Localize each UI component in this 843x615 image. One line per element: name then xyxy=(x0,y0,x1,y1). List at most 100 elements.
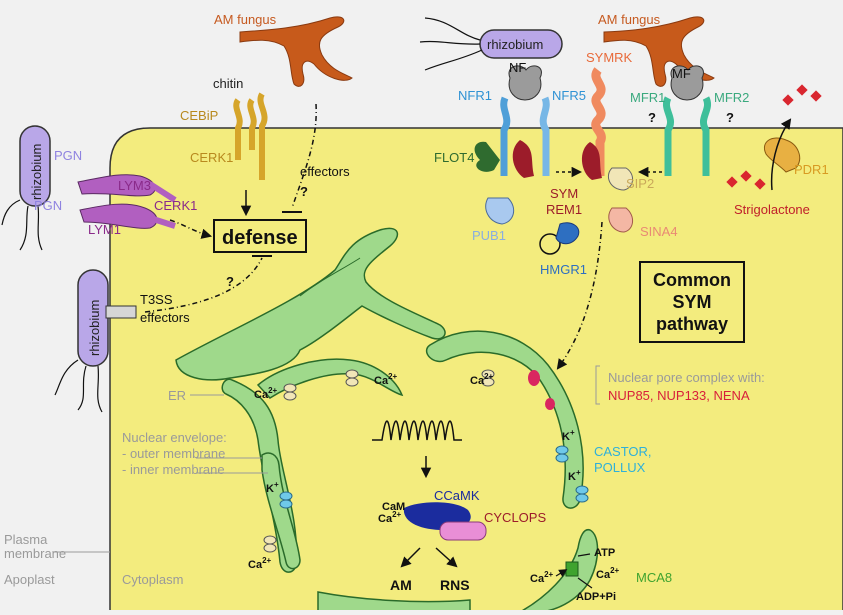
label-common-sym-2: SYM xyxy=(672,292,711,312)
label-mfr2: MFR2 xyxy=(714,90,749,105)
label-membrane: membrane xyxy=(4,546,66,561)
label-nfr1: NFR1 xyxy=(458,88,492,103)
svg-text:Ca2+: Ca2+ xyxy=(378,510,402,525)
label-pollux: POLLUX xyxy=(594,460,646,475)
svg-text:Ca2+: Ca2+ xyxy=(254,386,278,401)
hmgr1-ring-icon xyxy=(539,233,561,255)
cyclops-icon xyxy=(439,521,487,541)
mf-molecule-icon xyxy=(670,65,704,101)
label-common-sym-3: pathway xyxy=(656,314,728,334)
label-nfr5: NFR5 xyxy=(552,88,586,103)
label-lym3: LYM3 xyxy=(118,178,151,193)
label-strigolactone: Strigolactone xyxy=(734,202,810,217)
label-sip2: SIP2 xyxy=(626,176,654,191)
label-mca8: MCA8 xyxy=(636,570,672,585)
t3ss-injection-tube xyxy=(105,305,137,319)
flot4-icon xyxy=(474,141,500,172)
label-nf: NF xyxy=(509,60,526,75)
svg-text:K+: K+ xyxy=(266,480,279,495)
label-cebip: CEBiP xyxy=(180,108,218,123)
label-effectors-top: effectors xyxy=(300,164,350,179)
label-defense: defense xyxy=(222,227,298,249)
symrk-receptor-icon xyxy=(591,67,606,176)
label-rhizobium-left: rhizobium xyxy=(29,144,44,200)
nf-molecule-icon xyxy=(508,65,542,101)
label-am-fungus-left: AM fungus xyxy=(214,12,277,27)
nuclear-pore-lower-icon xyxy=(545,398,555,410)
label-npc-title: Nuclear pore complex with: xyxy=(608,370,765,385)
svg-text:Ca2+: Ca2+ xyxy=(596,566,620,581)
label-nuc-env-title: Nuclear envelope: xyxy=(122,430,227,445)
pub1-icon xyxy=(485,197,515,225)
nuclear-envelope-segment-right xyxy=(425,330,584,509)
label-pgn-top: PGN xyxy=(54,148,82,163)
label-pgn-bottom: PGN xyxy=(34,198,62,213)
defense-box xyxy=(213,219,307,253)
am-fungus-left-icon xyxy=(239,16,353,87)
label-outer-membrane: - outer membrane xyxy=(122,446,225,461)
calcium-oscillation-trace xyxy=(372,420,462,441)
endoplasmic-reticulum xyxy=(175,227,446,381)
label-pdr1: PDR1 xyxy=(794,162,829,177)
nuclear-envelope-segment-lower-left xyxy=(261,452,301,570)
label-atp: ATP xyxy=(594,547,615,559)
svg-text:K+: K+ xyxy=(562,428,575,443)
label-ccamk: CCaMK xyxy=(434,488,480,503)
label-q-mfr1: ? xyxy=(648,110,656,125)
svg-text:Ca2+: Ca2+ xyxy=(248,556,272,571)
cerk1-top-receptor-icon xyxy=(257,92,268,180)
label-am: AM xyxy=(390,577,412,593)
label-sym: SYM xyxy=(550,186,578,201)
label-am-fungus-right: AM fungus xyxy=(598,12,661,27)
cebip-receptor-icon xyxy=(233,98,257,160)
label-cerk1-left: CERK1 xyxy=(154,198,197,213)
rhizobium-left-icon xyxy=(19,125,51,207)
label-rem1: REM1 xyxy=(546,202,582,217)
svg-text:Ca2+: Ca2+ xyxy=(470,372,494,387)
hmgr1-icon xyxy=(555,222,580,245)
label-adp: ADP+Pi xyxy=(576,591,616,603)
calcium-channel-icon xyxy=(263,369,495,553)
nuclear-envelope-segment-bottom xyxy=(317,591,471,613)
label-rhizobium-lower: rhizobium xyxy=(87,300,102,356)
mfr1-receptor-icon xyxy=(663,96,675,176)
label-mf: MF xyxy=(672,66,691,81)
mfr2-receptor-icon xyxy=(699,96,711,176)
label-inner-membrane: - inner membrane xyxy=(122,462,225,477)
label-npc-list: NUP85, NUP133, NENA xyxy=(608,388,750,403)
label-effectors-lower: effectors xyxy=(140,310,190,325)
label-symrk: SYMRK xyxy=(586,50,633,65)
label-q-effectors: ? xyxy=(300,184,308,199)
sym-rem1-left-icon xyxy=(512,140,534,178)
label-cytoplasm: Cytoplasm xyxy=(122,572,183,587)
label-t3ss: T3SS xyxy=(140,292,173,307)
label-er: ER xyxy=(168,388,186,403)
label-flot4: FLOT4 xyxy=(434,150,474,165)
label-pub1: PUB1 xyxy=(472,228,506,243)
label-common-sym-1: Common xyxy=(653,270,731,290)
label-q-mfr2: ? xyxy=(726,110,734,125)
svg-text:Ca2+: Ca2+ xyxy=(530,570,554,585)
common-sym-pathway-box xyxy=(639,261,745,343)
svg-text:K+: K+ xyxy=(568,468,581,483)
label-cerk1-top: CERK1 xyxy=(190,150,233,165)
nuclear-pore-icon xyxy=(528,370,540,386)
calcium-labels: Ca2+ Ca2+ Ca2+ Ca2+ Ca2+ Ca2+ Ca2+ xyxy=(248,372,620,585)
mca8-pump-icon xyxy=(565,561,579,577)
label-cam: CaM xyxy=(382,501,405,513)
label-rhizobium-top: rhizobium xyxy=(487,37,543,52)
sip2-icon xyxy=(608,167,633,191)
label-hmgr1: HMGR1 xyxy=(540,262,587,277)
label-cyclops: CYCLOPS xyxy=(484,510,546,525)
label-castor: CASTOR, xyxy=(594,444,652,459)
label-mfr1: MFR1 xyxy=(630,90,665,105)
label-apoplast: Apoplast xyxy=(4,572,55,587)
label-lym1: LYM1 xyxy=(88,222,121,237)
nfr5-receptor-icon xyxy=(539,96,550,176)
svg-text:Ca2+: Ca2+ xyxy=(374,372,398,387)
label-chitin: chitin xyxy=(213,76,243,91)
potassium-channel-icon xyxy=(279,445,589,509)
label-rns: RNS xyxy=(440,577,470,593)
